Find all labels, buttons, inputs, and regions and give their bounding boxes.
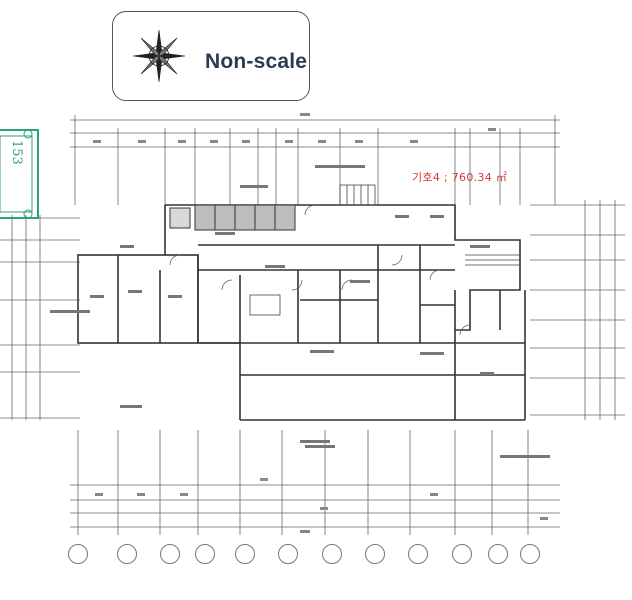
door-swings [169,204,471,336]
axis-tag [520,544,540,564]
dimension-marks [93,113,548,533]
stamp-text: 153 [9,140,24,165]
axis-tag [235,544,255,564]
room-label-marks [50,165,550,458]
compass-rose-icon [132,29,186,83]
dimension-ticks-top [74,115,556,205]
axis-tag [452,544,472,564]
stairs [249,184,520,316]
legend-label: Non-scale [205,50,308,73]
axis-tag [68,544,88,564]
axis-tag [195,544,215,564]
axis-tag [408,544,428,564]
stamp-seal [0,129,39,219]
building-walls [77,204,526,421]
restroom-block [169,204,296,231]
dimension-ticks-right [530,204,625,416]
axis-tag [488,544,508,564]
axis-tag [160,544,180,564]
wall-room-west [77,254,199,344]
dimension-ticks-bottom [77,430,529,535]
grid-axis-tags [0,538,632,568]
legend-box: Non-scale [112,11,310,101]
axis-tag [117,544,137,564]
axis-tag [365,544,385,564]
axis-tag [322,544,342,564]
axis-tag [278,544,298,564]
area-label: 기호4 ; 760.34 ㎡ [412,171,508,184]
